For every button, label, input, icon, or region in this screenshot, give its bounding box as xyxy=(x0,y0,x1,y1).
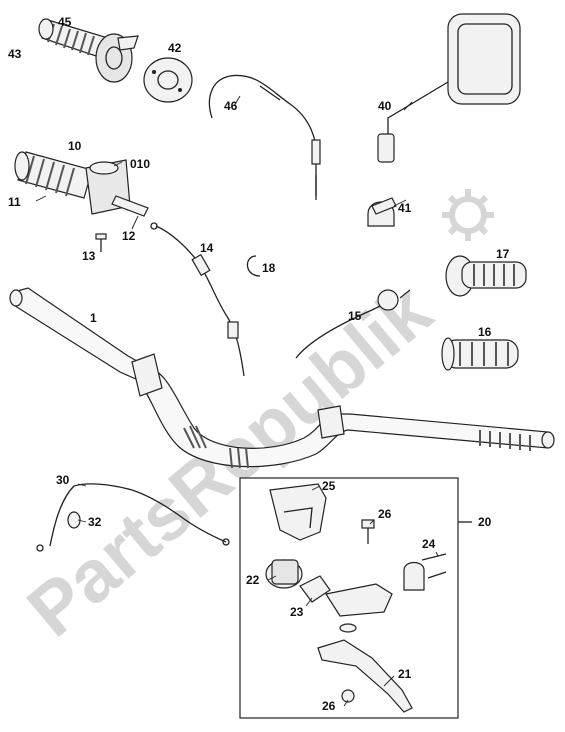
leader-lines xyxy=(35,95,439,707)
part-23-knob xyxy=(299,575,331,603)
callout-13: 13 xyxy=(82,249,96,263)
callout-010: 010 xyxy=(130,157,150,171)
callout-10: 10 xyxy=(68,139,82,153)
part-24-screws xyxy=(421,553,447,579)
part-46-throttle-cable xyxy=(208,74,321,200)
part-25-lever-cover xyxy=(269,483,327,541)
part-30-hotstart-cable xyxy=(36,483,230,552)
callout-22: 22 xyxy=(246,573,260,587)
callout-26-top: 26 xyxy=(378,507,392,521)
part-41-clamp xyxy=(367,197,397,227)
callout-32: 32 xyxy=(88,515,102,529)
part-13-screw xyxy=(95,233,107,252)
callout-40: 40 xyxy=(378,99,392,113)
callout-17: 17 xyxy=(496,247,510,261)
callout-24: 24 xyxy=(422,537,436,551)
callout-42: 42 xyxy=(168,41,182,55)
callout-30: 30 xyxy=(56,473,70,487)
callout-21: 21 xyxy=(398,667,412,681)
callout-1: 1 xyxy=(90,311,97,325)
callout-20: 20 xyxy=(478,515,492,529)
part-20-clutch-lever-group-box xyxy=(239,477,459,719)
callout-46: 46 xyxy=(224,99,238,113)
callout-41: 41 xyxy=(398,201,412,215)
gear-icon xyxy=(442,189,494,241)
callout-45: 45 xyxy=(58,15,72,29)
part-22-adjuster xyxy=(265,559,303,589)
callout-26-bottom: 26 xyxy=(322,699,336,713)
callout-labels: 45 43 42 40 46 10 010 11 12 13 14 18 41 … xyxy=(8,15,510,713)
part-16-grip xyxy=(441,337,519,371)
callout-16: 16 xyxy=(478,325,492,339)
part-42-throttle-housing xyxy=(143,57,193,103)
callout-11: 11 xyxy=(8,195,21,209)
part-10-left-grip-assembly xyxy=(14,151,149,217)
part-14-clutch-cable xyxy=(150,222,245,377)
callout-25: 25 xyxy=(322,479,336,493)
callout-15: 15 xyxy=(348,309,362,323)
part-18-clip xyxy=(246,255,261,277)
callout-43: 43 xyxy=(8,47,22,61)
part-lever-perch xyxy=(325,561,425,617)
callout-23: 23 xyxy=(290,605,304,619)
part-40-mirror xyxy=(377,13,521,163)
part-15-kill-switch xyxy=(295,289,411,359)
part-17-grip xyxy=(445,255,527,297)
callout-12: 12 xyxy=(122,229,136,243)
part-26-bolt xyxy=(361,519,375,544)
part-21-clutch-lever xyxy=(317,623,413,713)
part-1-handlebar xyxy=(9,287,555,469)
callout-18: 18 xyxy=(262,261,276,275)
part-45-throttle-grip xyxy=(38,18,139,83)
callout-14: 14 xyxy=(200,241,214,255)
